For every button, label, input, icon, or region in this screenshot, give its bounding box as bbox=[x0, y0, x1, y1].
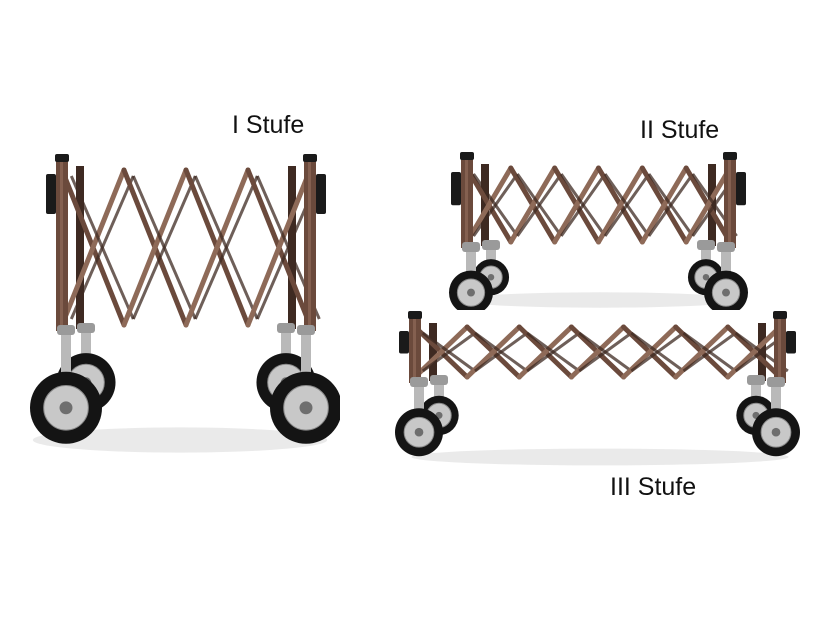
trolley-stufe-3 bbox=[395, 311, 800, 466]
stufe-2-scissor-rear-b-4 bbox=[647, 173, 694, 237]
stufe-1-rear-left-swivel bbox=[77, 323, 95, 333]
stufe-2-rear-right-swivel bbox=[697, 240, 715, 250]
stufe-1-top-cap-0 bbox=[55, 154, 69, 162]
trolley-stufe-1 bbox=[30, 154, 340, 453]
stufe-1-top-cap-1 bbox=[303, 154, 317, 162]
stufe-2-scissor-rear-b-3 bbox=[603, 173, 651, 237]
stufe-1-scissor-b-1 bbox=[121, 167, 189, 328]
stufe-1-lock-handle-1 bbox=[316, 174, 326, 214]
stufe-1-leg-highlight-0 bbox=[60, 160, 63, 331]
stufe-1-shadow bbox=[32, 427, 328, 453]
stufe-2-scissor-b-3 bbox=[596, 165, 645, 245]
stufe-1-scissor-rear-b-0 bbox=[69, 175, 135, 320]
stufe-3-scissor-rear-b-4 bbox=[630, 331, 685, 373]
stufe-3-label: III Stufe bbox=[610, 473, 697, 501]
stufe-2-front-left-swivel bbox=[462, 242, 480, 252]
stufe-1-rear-right-swivel bbox=[277, 323, 295, 333]
stufe-3-front-right-swivel bbox=[767, 377, 785, 387]
stufe-3-shadow bbox=[411, 448, 789, 466]
stufe-2-lock-handle-0 bbox=[451, 172, 461, 206]
stufe-2-rear-right-wheel-axle bbox=[702, 273, 710, 281]
stufe-1-leg-highlight-1 bbox=[308, 160, 311, 331]
trolley-stufe-2 bbox=[449, 152, 748, 310]
stufe-3-front-left-wheel-axle bbox=[414, 427, 424, 437]
stufe-1-scissor-b-3 bbox=[245, 167, 313, 328]
stufe-2-leg-highlight-1 bbox=[728, 158, 731, 248]
stufe-2-front-right-swivel bbox=[717, 242, 735, 252]
stufe-2-scissor-b-5 bbox=[683, 165, 733, 245]
stufe-2-back-leg-0 bbox=[481, 164, 489, 246]
stufe-2-front-left-wheel-axle bbox=[467, 288, 475, 297]
stufe-3-leg-highlight-0 bbox=[413, 317, 416, 383]
stufe-2-scissor-b-2 bbox=[552, 165, 601, 245]
stufe-2-scissor-b-0 bbox=[464, 165, 514, 245]
stufe-1-lock-handle-0 bbox=[46, 174, 56, 214]
stufe-2-back-leg-1 bbox=[708, 164, 716, 246]
stufe-1-label: I Stufe bbox=[232, 111, 305, 139]
stufe-1-scissor-rear-b-2 bbox=[193, 175, 259, 320]
stufe-3-back-leg-0 bbox=[429, 323, 437, 381]
stufe-3-top-cap-0 bbox=[408, 311, 422, 319]
stufe-2-leg-highlight-0 bbox=[465, 158, 468, 248]
stufe-1-front-right-swivel bbox=[297, 325, 315, 335]
stufe-2-front-right-wheel-axle bbox=[722, 288, 730, 297]
stufe-3-lock-handle-1 bbox=[786, 331, 796, 354]
stufe-1-front-left-swivel bbox=[57, 325, 75, 335]
stufe-2-scissor-rear-b-2 bbox=[560, 173, 607, 237]
stufe-3-scissor-rear-b-0 bbox=[421, 331, 476, 373]
stufe-1-front-right-wheel-axle bbox=[299, 401, 313, 415]
stufe-2-scissor-rear-b-1 bbox=[516, 173, 563, 237]
stufe-3-rear-right-swivel bbox=[747, 375, 765, 385]
stufe-3-top-cap-1 bbox=[773, 311, 787, 319]
stufe-1-scissor-b-2 bbox=[183, 167, 251, 328]
stufe-3-lock-handle-0 bbox=[399, 331, 409, 354]
stufe-2-scissor-rear-b-0 bbox=[472, 173, 519, 237]
stufe-3-scissor-rear-b-1 bbox=[474, 331, 528, 373]
stufe-3-scissor-rear-b-3 bbox=[578, 331, 633, 373]
stufe-1-back-leg-0 bbox=[76, 166, 84, 329]
stufe-1-back-leg-1 bbox=[288, 166, 296, 329]
stufe-1-scissor-rear-b-1 bbox=[131, 175, 197, 320]
stufe-2-scissor-b-4 bbox=[639, 165, 689, 245]
stufe-3-leg-highlight-1 bbox=[778, 317, 781, 383]
stufe-2-label: II Stufe bbox=[640, 116, 720, 144]
stufe-2-lock-handle-1 bbox=[736, 172, 746, 206]
stufe-2-scissor-b-1 bbox=[508, 165, 558, 245]
stufe-2-top-cap-0 bbox=[460, 152, 474, 160]
stufe-2-rear-left-swivel bbox=[482, 240, 500, 250]
stufe-1-scissor-b-0 bbox=[59, 167, 127, 328]
stufe-3-scissor-rear-b-2 bbox=[526, 331, 581, 373]
stufe-3-front-left-swivel bbox=[410, 377, 428, 387]
stufe-2-top-cap-1 bbox=[723, 152, 737, 160]
stufe-3-rear-left-swivel bbox=[430, 375, 448, 385]
stufe-3-front-right-wheel-axle bbox=[771, 427, 781, 437]
stufe-2-rear-left-wheel-axle bbox=[487, 273, 495, 281]
stufe-3-scissor-rear-b-5 bbox=[682, 331, 737, 373]
stufe-2-shadow bbox=[457, 292, 743, 308]
stufe-1-front-left-wheel-axle bbox=[59, 401, 73, 415]
